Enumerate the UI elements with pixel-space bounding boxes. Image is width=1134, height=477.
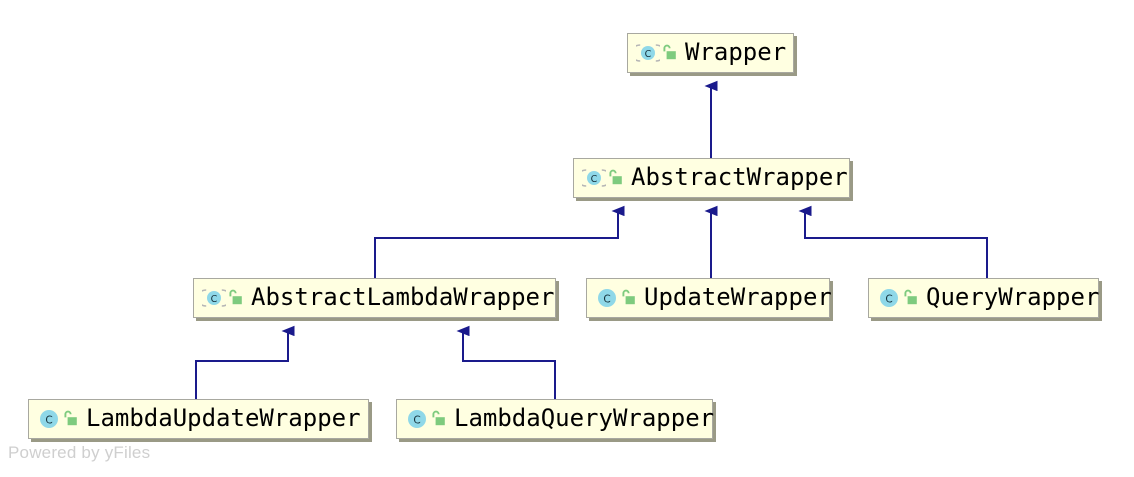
svg-text:C: C [413, 415, 420, 427]
edge-lambdaquerywrapper-to-abstractlambdawrapper [456, 325, 556, 399]
abstract-class-icon: C [630, 42, 666, 64]
unlocked-padlock-icon [62, 410, 78, 428]
class-name-label: LambdaUpdateWrapper [86, 404, 361, 432]
svg-text:C: C [211, 294, 218, 305]
class-node-abstract-wrapper[interactable]: C AbstractWrapper [573, 158, 850, 198]
unlocked-padlock-icon [607, 169, 623, 187]
unlocked-padlock-icon [227, 289, 243, 307]
unlocked-padlock-icon [430, 410, 446, 428]
class-node-wrapper[interactable]: C Wrapper [627, 33, 794, 73]
svg-text:C: C [45, 415, 52, 427]
edge-querywrapper-to-abstractwrapper [798, 205, 988, 278]
class-name-label: AbstractWrapper [631, 163, 848, 191]
edge-lambdaupdatewrapper-to-abstractlambdawrapper [195, 325, 295, 399]
class-icon: C [405, 408, 429, 430]
abstract-class-icon: C [196, 287, 232, 309]
edge-abstractlambdawrapper-to-abstractwrapper [374, 205, 625, 278]
class-node-lambda-query-wrapper[interactable]: C LambdaQueryWrapper [396, 399, 715, 439]
class-name-label: Wrapper [685, 38, 787, 66]
class-node-update-wrapper[interactable]: C UpdateWrapper [586, 278, 832, 318]
class-node-query-wrapper[interactable]: C QueryWrapper [868, 278, 1099, 318]
svg-text:C: C [591, 174, 598, 185]
svg-text:C: C [645, 49, 652, 60]
unlocked-padlock-icon [661, 44, 677, 62]
class-node-lambda-update-wrapper[interactable]: C LambdaUpdateWrapper [28, 399, 369, 439]
class-name-label: AbstractLambdaWrapper [251, 283, 555, 311]
class-icon: C [595, 287, 619, 309]
svg-text:C: C [603, 294, 610, 306]
class-icon: C [37, 408, 61, 430]
svg-text:C: C [885, 294, 892, 306]
class-name-label: LambdaQueryWrapper [454, 404, 715, 432]
class-node-abstract-lambda-wrapper[interactable]: C AbstractLambdaWrapper [193, 278, 556, 318]
class-name-label: QueryWrapper [926, 283, 1100, 311]
abstract-class-icon: C [576, 167, 612, 189]
unlocked-padlock-icon [902, 289, 918, 307]
class-icon: C [877, 287, 901, 309]
unlocked-padlock-icon [620, 289, 636, 307]
class-name-label: UpdateWrapper [644, 283, 832, 311]
yfiles-watermark: Powered by yFiles [8, 443, 151, 462]
